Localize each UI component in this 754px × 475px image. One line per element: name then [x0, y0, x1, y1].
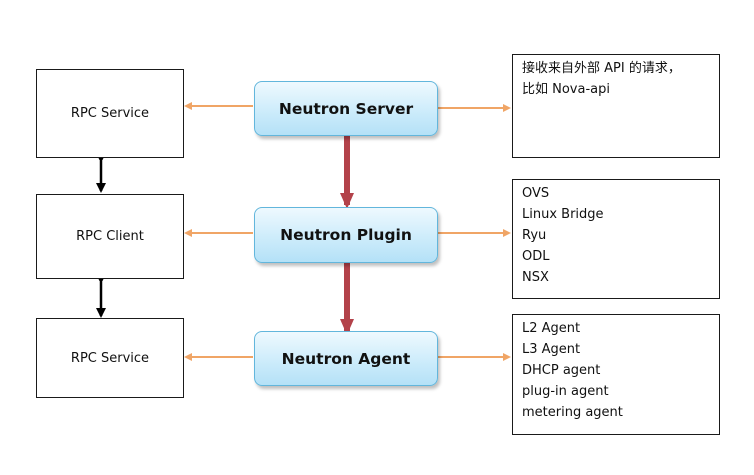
agent-list-item: L2 Agent	[522, 321, 581, 336]
rpc-service-top-label: RPC Service	[70, 106, 150, 121]
api-note-line-1: 接收来自外部 API 的请求，	[522, 61, 681, 76]
api-note-line-2: 比如 Nova-api	[522, 82, 610, 97]
agent-list-item: metering agent	[522, 405, 623, 420]
plugin-list-item: OVS	[522, 186, 550, 201]
plugin-list-item: Linux Bridge	[522, 207, 604, 222]
neutron-plugin-label: Neutron Plugin	[280, 226, 412, 244]
agent-list-box: L2 Agent L3 Agent DHCP agent plug-in age…	[512, 314, 720, 435]
rpc-service-bottom-label: RPC Service	[70, 350, 150, 366]
plugin-list-item: Ryu	[522, 228, 547, 243]
neutron-server-box: Neutron Server	[254, 81, 438, 136]
rpc-service-bottom-box: RPC Service	[36, 318, 184, 398]
neutron-agent-label: Neutron Agent	[281, 349, 411, 368]
neutron-agent-box: Neutron Agent	[254, 331, 438, 386]
agent-list-item: DHCP agent	[522, 363, 601, 378]
rpc-service-top-box: RPC Service	[36, 69, 184, 158]
agent-list-item: L3 Agent	[522, 342, 581, 357]
rpc-client-label: RPC Client	[76, 229, 144, 244]
agent-list-item: plug-in agent	[522, 384, 609, 399]
neutron-server-label: Neutron Server	[278, 99, 414, 118]
plugin-list-item: NSX	[522, 270, 549, 285]
neutron-plugin-box: Neutron Plugin	[254, 207, 438, 263]
plugin-list-box: OVS Linux Bridge Ryu ODL NSX	[512, 179, 720, 299]
rpc-client-box: RPC Client	[36, 194, 184, 279]
api-request-note-box: 接收来自外部 API 的请求， 比如 Nova-api	[512, 54, 720, 158]
plugin-list-item: ODL	[522, 249, 550, 264]
